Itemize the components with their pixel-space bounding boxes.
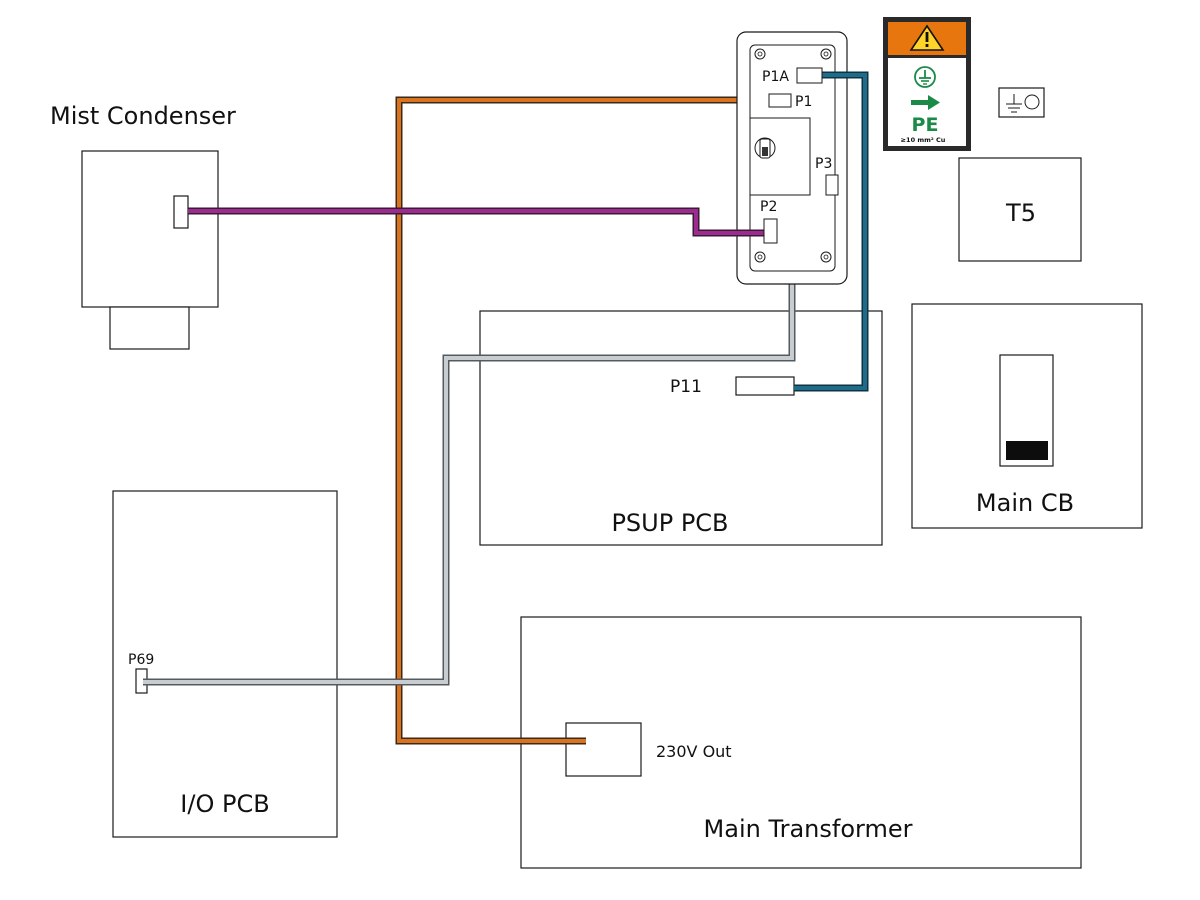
p1-connector <box>768 93 792 108</box>
wire-orange <box>395 96 769 745</box>
p3-label: P3 <box>815 156 832 172</box>
protective-earth-icon <box>914 66 936 88</box>
p11-label: P11 <box>670 377 702 397</box>
t5-label: T5 <box>1005 199 1036 227</box>
wire-blue <box>794 71 869 392</box>
mist-condenser-body <box>81 150 219 308</box>
psup-pcb-body <box>479 310 883 546</box>
main-cb: Main CB <box>911 303 1143 529</box>
p2-label: P2 <box>760 199 777 215</box>
main-transformer-label: Main Transformer <box>704 815 913 843</box>
230v-out-label: 230V Out <box>656 742 732 761</box>
wire-purple <box>188 207 765 237</box>
arrow-right-icon <box>911 95 940 110</box>
p3-connector <box>825 174 839 196</box>
relay-icon <box>754 137 776 159</box>
io-pcb-body <box>112 490 338 838</box>
t5-body <box>958 157 1082 262</box>
p1-label: P1 <box>795 94 812 110</box>
screw-icon <box>754 48 832 263</box>
p11-connector <box>735 376 795 396</box>
t5: T5 <box>958 157 1082 262</box>
mist-condenser-base <box>109 306 190 350</box>
relay-block <box>749 117 811 196</box>
pe-warning-label: PE ≥10 mm² Cu <box>883 17 971 151</box>
panel-connectors: P1A P1 P3 P2 <box>760 67 839 244</box>
p69-label: P69 <box>128 652 154 668</box>
mist-condenser-connector <box>173 195 189 229</box>
psup-pcb: PSUP PCB P11 <box>479 310 883 546</box>
p2-connector <box>763 218 778 244</box>
mist-condenser: Mist Condenser <box>50 102 236 350</box>
pe-spec-text: ≥10 mm² Cu <box>901 136 946 144</box>
p1a-connector <box>796 67 823 84</box>
breaker-lever <box>1006 441 1048 460</box>
pe-text: PE <box>912 114 939 136</box>
transformer-output-terminal <box>565 722 642 777</box>
io-pcb: I/O PCB P69 <box>112 490 338 838</box>
ground-terminal-icon <box>998 87 1045 118</box>
main-cb-label: Main CB <box>976 489 1074 517</box>
io-pcb-label: I/O PCB <box>180 790 269 818</box>
mist-condenser-label: Mist Condenser <box>50 102 236 130</box>
main-transformer: 230V Out Main Transformer <box>520 616 1082 869</box>
p1a-label: P1A <box>762 69 789 85</box>
psup-pcb-label: PSUP PCB <box>611 509 728 537</box>
